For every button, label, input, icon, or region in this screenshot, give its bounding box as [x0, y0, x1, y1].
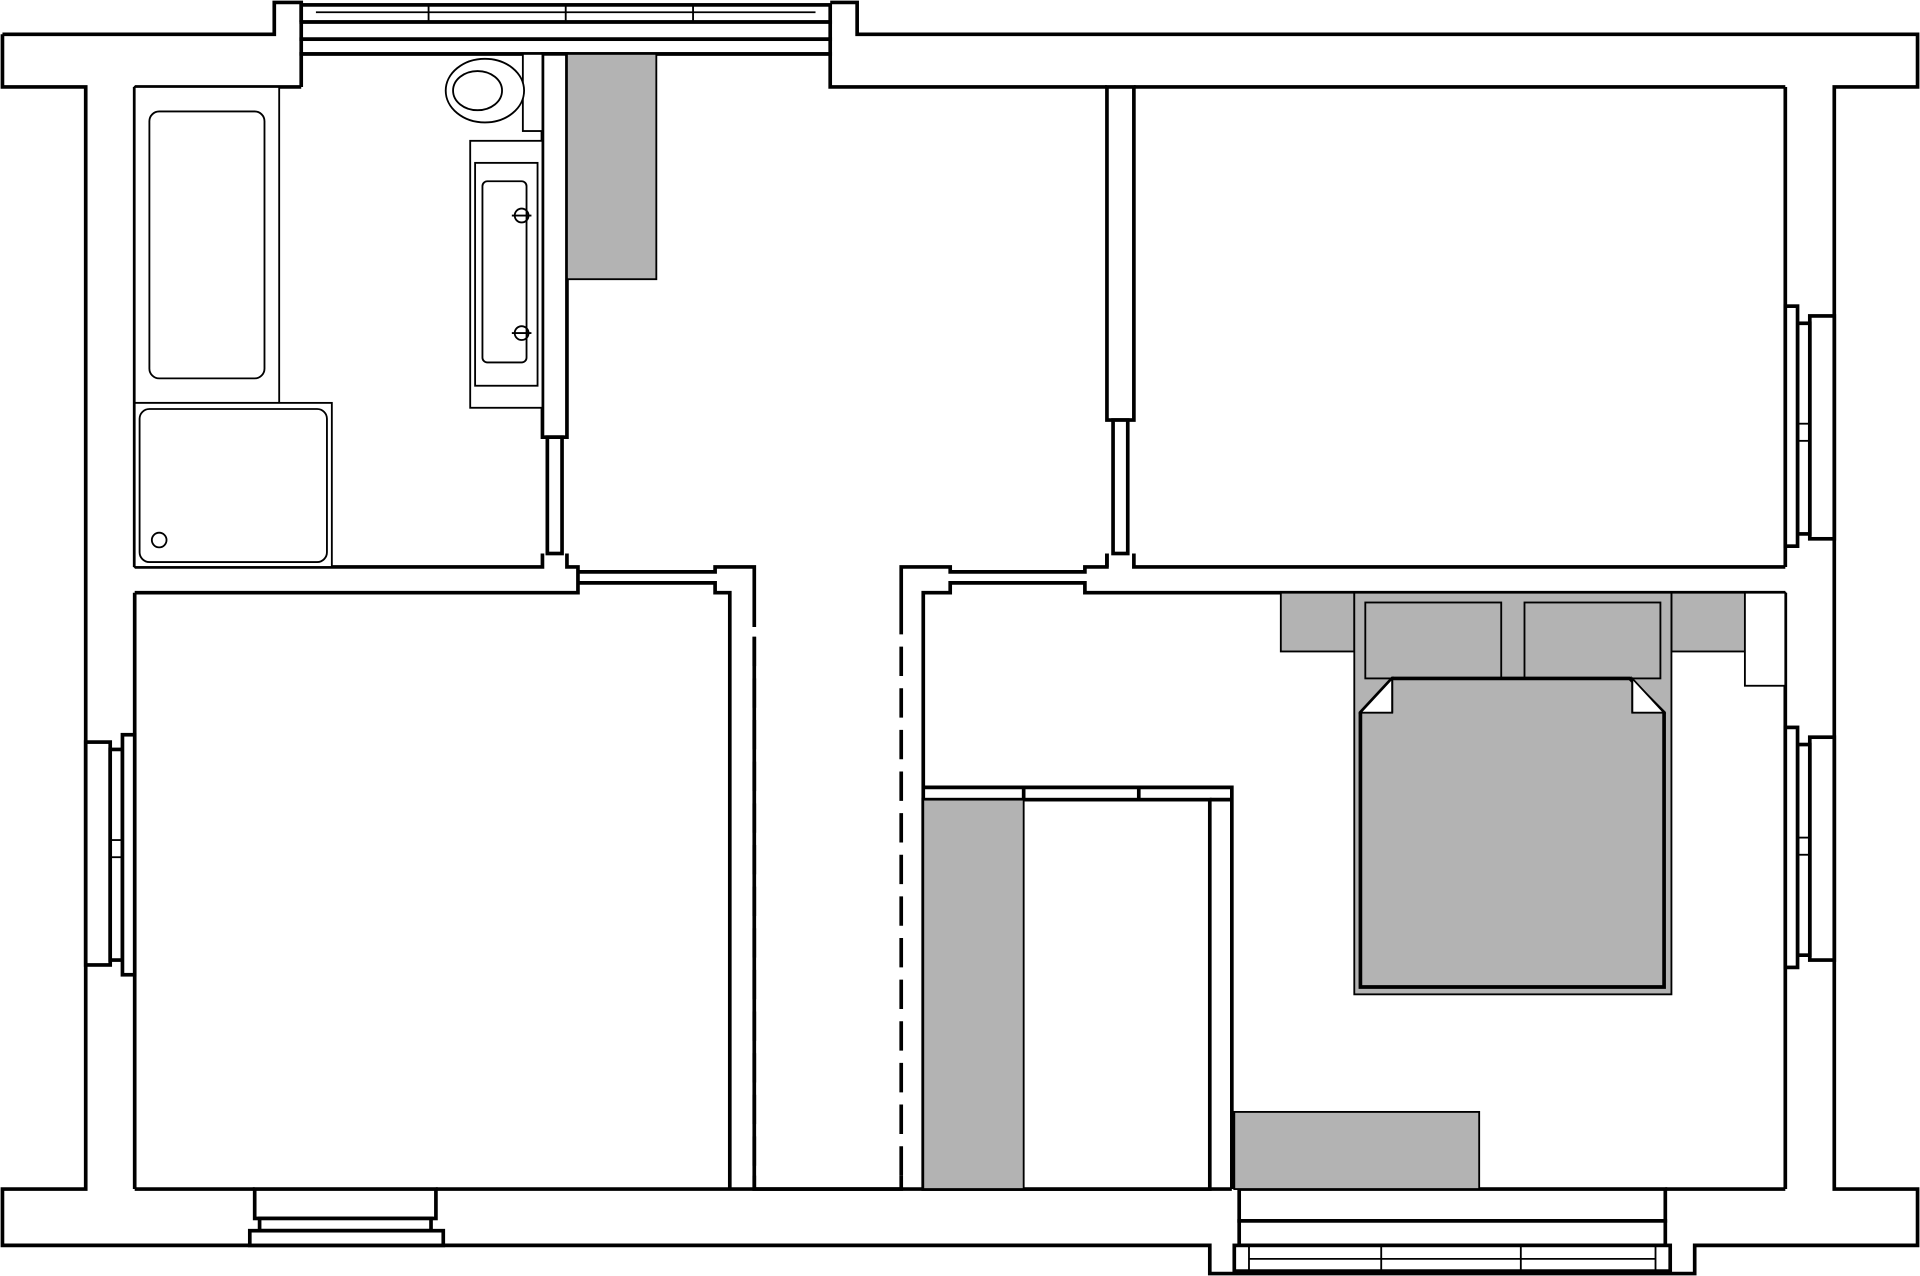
wardrobe	[922, 798, 1025, 1190]
bathroom	[133, 52, 658, 568]
window-bottom-right	[1232, 1187, 1673, 1273]
window-bottom-left	[247, 1187, 446, 1248]
bedroom-main-furniture	[1233, 591, 1787, 1190]
window-left	[83, 732, 137, 977]
window-right-lower	[1783, 725, 1837, 970]
window-top	[299, 3, 833, 56]
window-right-upper	[1783, 304, 1837, 548]
